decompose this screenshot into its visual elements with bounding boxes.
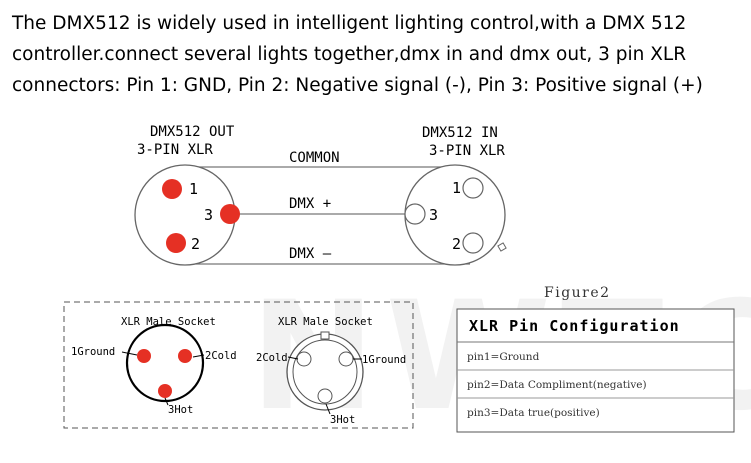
pin-config-title: XLR Pin Configuration (469, 317, 680, 335)
in-pin-1 (462, 177, 484, 199)
intro-line-2: controller.connect several lights togeth… (12, 44, 687, 65)
in-pin-3-label: 3 (429, 206, 438, 224)
intro-line-3: connectors: Pin 1: GND, Pin 2: Negative … (12, 75, 703, 96)
in-connector-subtitle: 3-PIN XLR (429, 143, 505, 159)
socket-box: XLR Male Socket XLR Male Socket 1Ground … (63, 301, 414, 429)
socket-box-border (63, 301, 414, 429)
female-pin-2-leader (287, 356, 299, 360)
wiring-diagram: DMX512 OUT 3-PIN XLR DMX512 IN 3-PIN XLR… (134, 124, 507, 266)
intro-line-1: The DMX512 is widely used in intelligent… (12, 13, 687, 34)
pin-config-row-2: pin2=Data Compliment(negative) (467, 379, 647, 391)
female-pin-2-label: 2Cold (256, 352, 288, 364)
female-pin-1-label: 1Ground (362, 354, 406, 366)
out-connector-body (134, 164, 236, 266)
female-pin-3 (317, 388, 333, 404)
pin-config-row-1: pin1=Ground (467, 351, 540, 363)
pin-config-row-3: pin3=Data true(positive) (467, 407, 600, 419)
in-pin-3 (404, 203, 426, 225)
female-pin-1 (338, 351, 354, 367)
in-pin-1-label: 1 (452, 179, 461, 197)
female-pin-3-leader (325, 403, 331, 415)
male-socket-title: XLR Male Socket (121, 316, 216, 328)
male-pin-1-leader (121, 351, 138, 356)
out-connector-subtitle: 3-PIN XLR (137, 142, 213, 158)
dmx-minus-label: DMX – (289, 246, 332, 262)
in-connector-title: DMX512 IN (422, 125, 498, 141)
out-pin-3-label: 3 (204, 206, 213, 224)
out-pin-1 (162, 179, 182, 199)
pin-config-table: XLR Pin Configuration pin1=Ground pin2=D… (456, 308, 735, 433)
female-pin-3-label: 3Hot (330, 414, 355, 426)
in-pin-2 (462, 232, 484, 254)
figure-label: Figure2 (544, 285, 611, 301)
common-label: COMMON (289, 150, 340, 166)
out-pin-2-label: 2 (191, 235, 200, 253)
male-pin-2-leader (192, 354, 205, 358)
female-pin-2 (296, 351, 312, 367)
intro-text: The DMX512 is widely used in intelligent… (12, 8, 747, 101)
male-socket-body (125, 323, 205, 403)
male-pin-3-label: 3Hot (168, 404, 193, 416)
male-pin-2 (178, 349, 192, 363)
out-pin-1-label: 1 (189, 180, 198, 198)
male-pin-3-leader (164, 397, 169, 406)
out-connector-title: DMX512 OUT (150, 124, 235, 140)
male-pin-1-label: 1Ground (71, 346, 115, 358)
in-pin-2-label: 2 (452, 235, 461, 253)
male-pin-2-label: 2Cold (205, 350, 237, 362)
dmx-plus-label: DMX + (289, 196, 331, 212)
male-pin-1 (137, 349, 151, 363)
female-socket-key (320, 331, 330, 340)
female-socket-title: XLR Male Socket (278, 316, 373, 328)
out-pin-2 (166, 233, 186, 253)
out-pin-3 (220, 204, 240, 224)
male-pin-3 (158, 384, 172, 398)
in-connector-key (497, 242, 507, 252)
